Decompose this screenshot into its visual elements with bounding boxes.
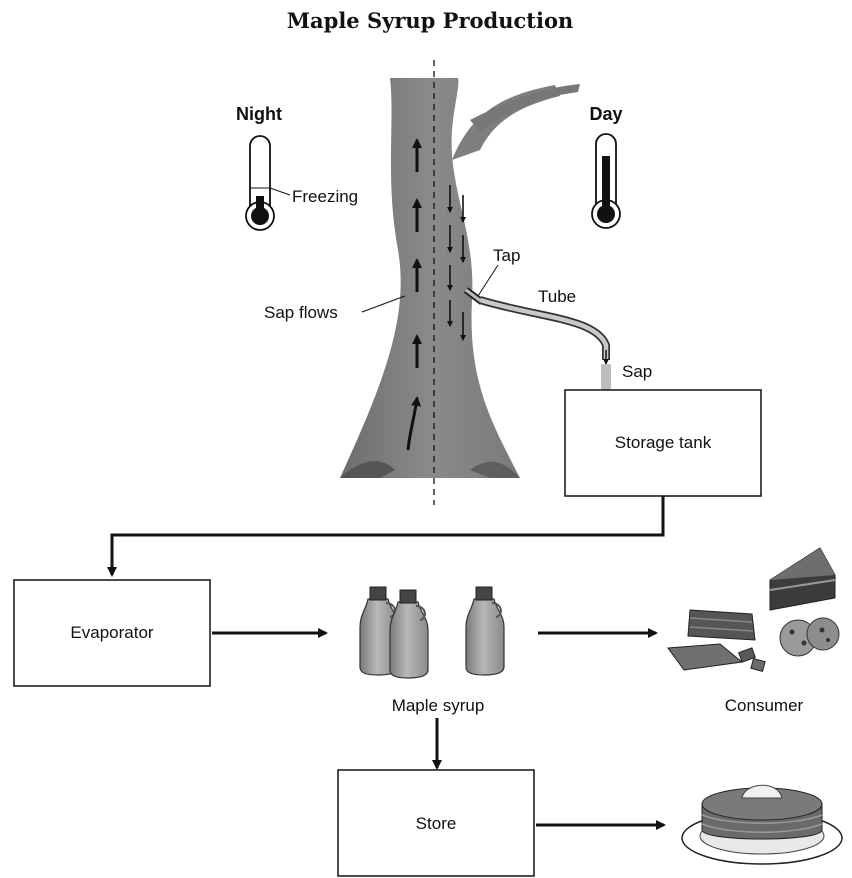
store-box: Store xyxy=(338,770,534,876)
freezing-label: Freezing xyxy=(292,187,358,206)
evaporator-box: Evaporator xyxy=(14,580,210,686)
night-label: Night xyxy=(236,104,282,124)
store-label: Store xyxy=(416,814,457,833)
pancake-stack-icon xyxy=(682,785,842,864)
cake-icon xyxy=(770,548,835,610)
thermometer-cold-icon xyxy=(246,136,274,230)
tank-to-evaporator-arrow xyxy=(112,496,663,575)
sap-label: Sap xyxy=(622,362,652,381)
consumer-label: Consumer xyxy=(725,696,804,715)
cookie-icon xyxy=(780,618,839,656)
evaporator-label: Evaporator xyxy=(70,623,153,642)
storage-tank-box: Storage tank xyxy=(565,390,761,496)
sap-flows-label: Sap flows xyxy=(264,303,338,322)
maple-syrup-label: Maple syrup xyxy=(392,696,485,715)
thermometer-warm-icon xyxy=(592,134,620,228)
day-label: Day xyxy=(589,104,622,124)
chocolate-icon xyxy=(668,610,765,671)
tube-label: Tube xyxy=(538,287,576,306)
diagram-title: Maple Syrup Production xyxy=(287,8,573,33)
storage-tank-label: Storage tank xyxy=(615,433,712,452)
tap-label: Tap xyxy=(493,246,520,265)
maple-tree xyxy=(340,60,580,505)
sap-drip xyxy=(601,364,611,390)
syrup-bottle-icon xyxy=(360,587,504,678)
